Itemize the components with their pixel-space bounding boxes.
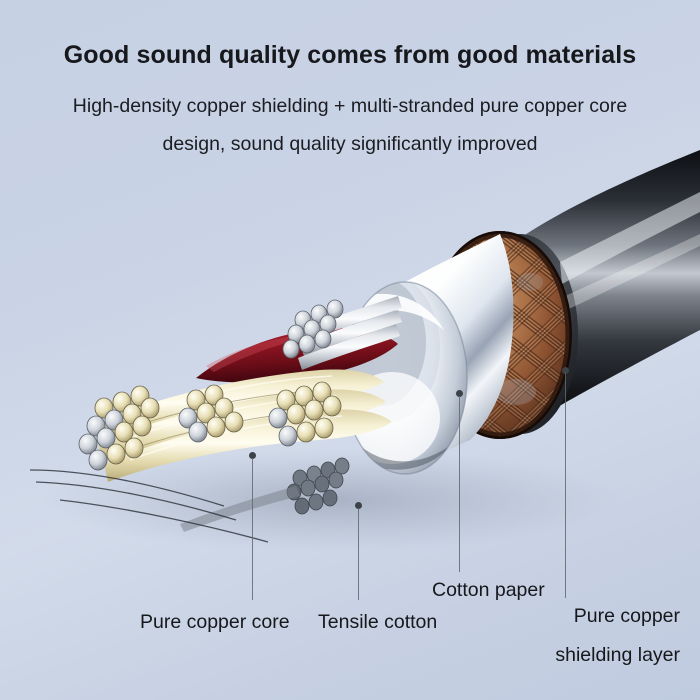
callout-label-cotton-paper: Cotton paper <box>432 579 545 601</box>
callout-label-line-1: Pure copper <box>573 605 680 627</box>
core-trailing-wires <box>29 469 269 543</box>
pure-copper-core <box>29 296 402 543</box>
page-title: Good sound quality comes from good mater… <box>63 41 637 69</box>
core-bundle-upper <box>282 296 402 370</box>
tensile-cotton-bundle <box>180 457 350 532</box>
core-cut-faces-upper <box>282 299 344 359</box>
page-subtitle: High-density copper shielding + multi-st… <box>72 95 628 155</box>
core-cut-faces-left <box>78 385 160 471</box>
callout-label-pure-copper-core: Pure copper core <box>140 611 290 633</box>
callout-label-tensile-cotton: Tensile cotton <box>318 611 438 633</box>
callout-label-line-2: shielding layer <box>555 644 680 666</box>
header-block: Good sound quality comes from good mater… <box>0 0 700 163</box>
core-cut-faces-middle <box>178 384 244 443</box>
callout-label-pure-copper-shielding-layer: Pure copper shielding layer <box>540 604 680 668</box>
core-cut-faces-right <box>268 381 342 447</box>
